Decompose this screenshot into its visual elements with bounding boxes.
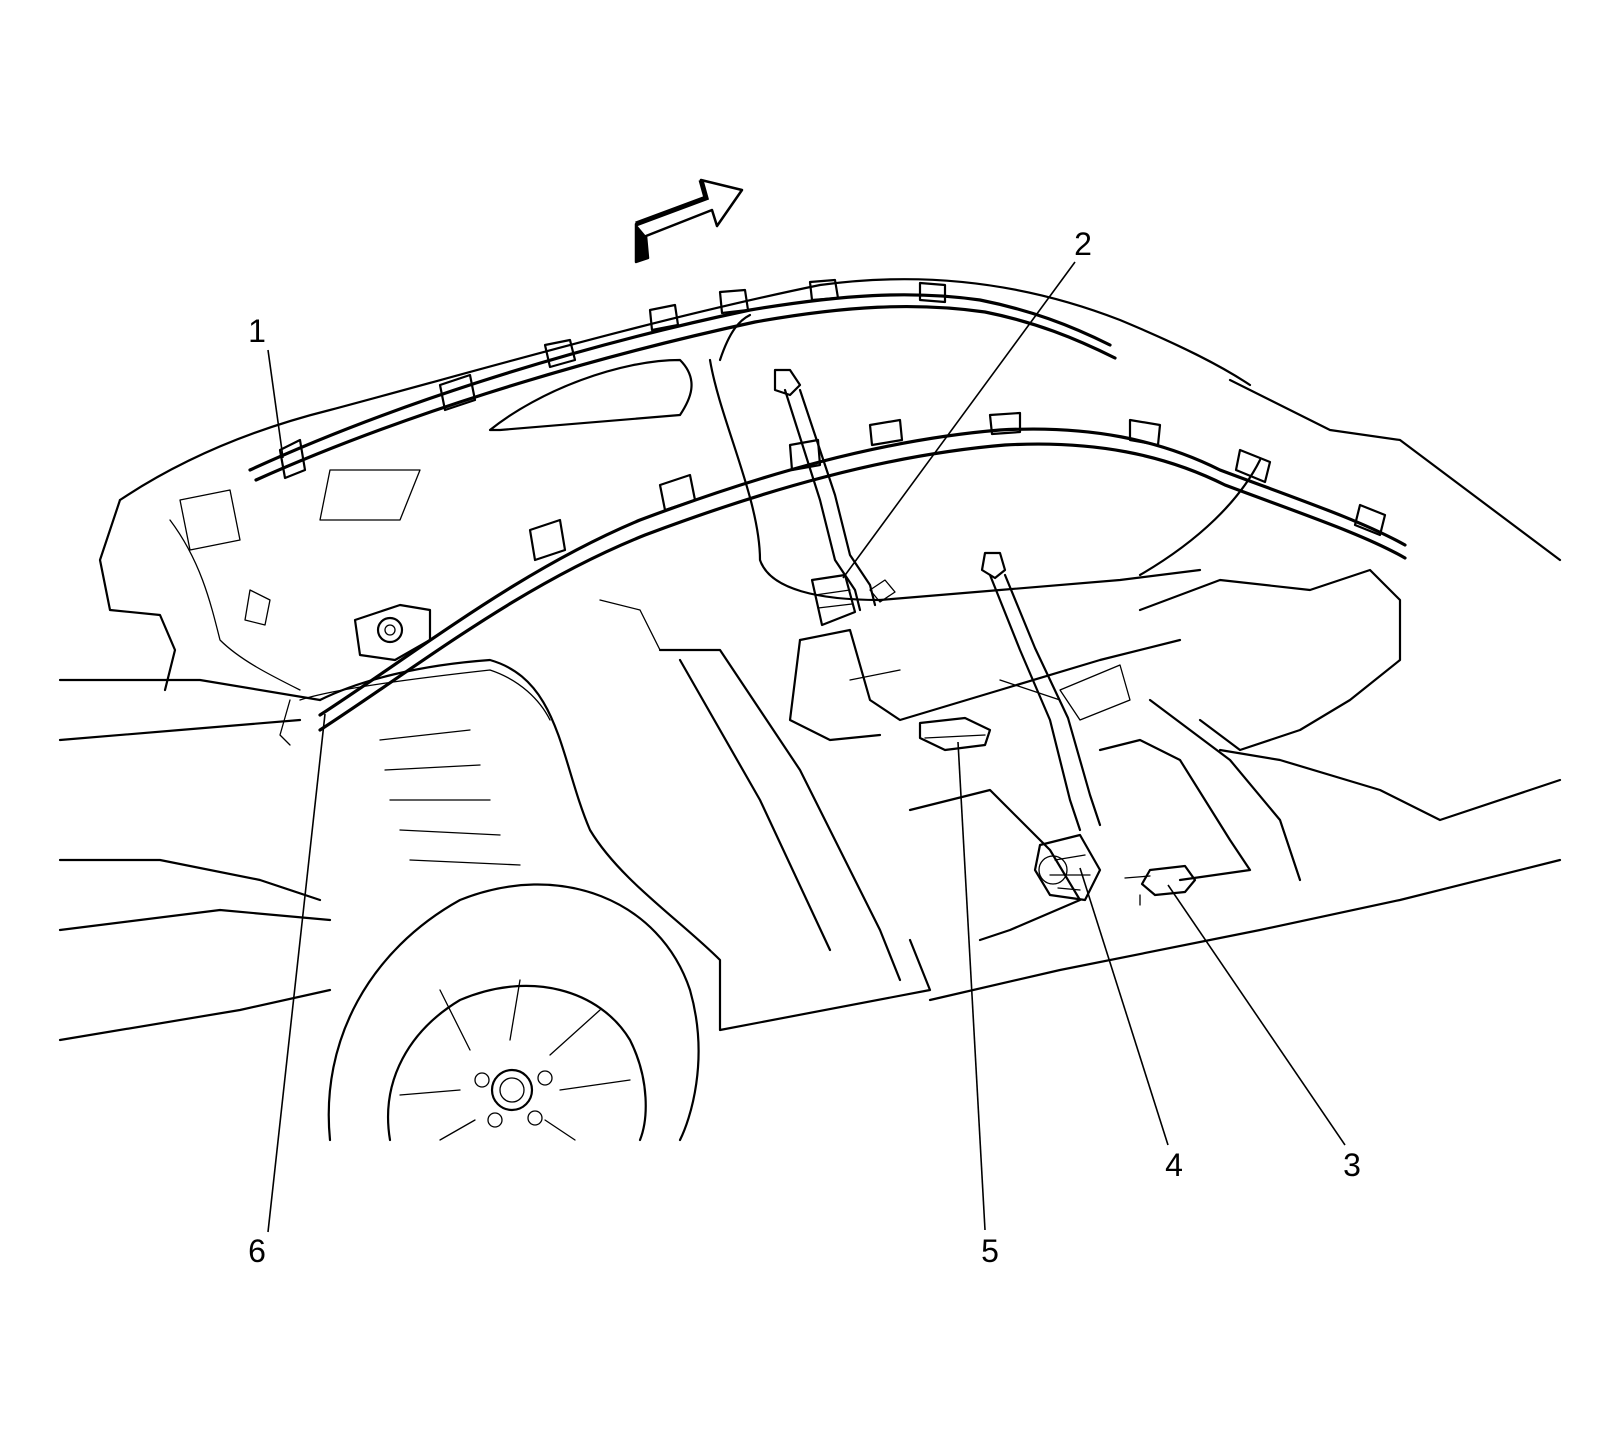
callout-labels: 1 2 3 4 5 6 [248, 226, 1361, 1269]
roof-rail-airbags [248, 278, 1407, 732]
forward-direction-arrow-icon [634, 178, 744, 264]
rear-seatbelt-retractor-upper [773, 368, 896, 627]
vehicle-body-outline [58, 278, 1562, 1042]
callout-4-label: 4 [1165, 1147, 1183, 1183]
wiring-harness [279, 669, 551, 746]
vehicle-floor-structure [318, 568, 1562, 1032]
callout-1-label: 1 [248, 313, 266, 349]
callout-5-label: 5 [981, 1233, 999, 1269]
component-5-module [918, 716, 992, 752]
window-openings [488, 313, 1262, 602]
rear-wheel [327, 883, 700, 1142]
callout-3-label: 3 [1343, 1147, 1361, 1183]
callout-2-label: 2 [1074, 226, 1092, 262]
front-seatbelt-retractor [980, 551, 1102, 902]
callout-leaders [267, 261, 1346, 1233]
component-3-sensor [1124, 864, 1197, 906]
callout-6-label: 6 [248, 1233, 266, 1269]
